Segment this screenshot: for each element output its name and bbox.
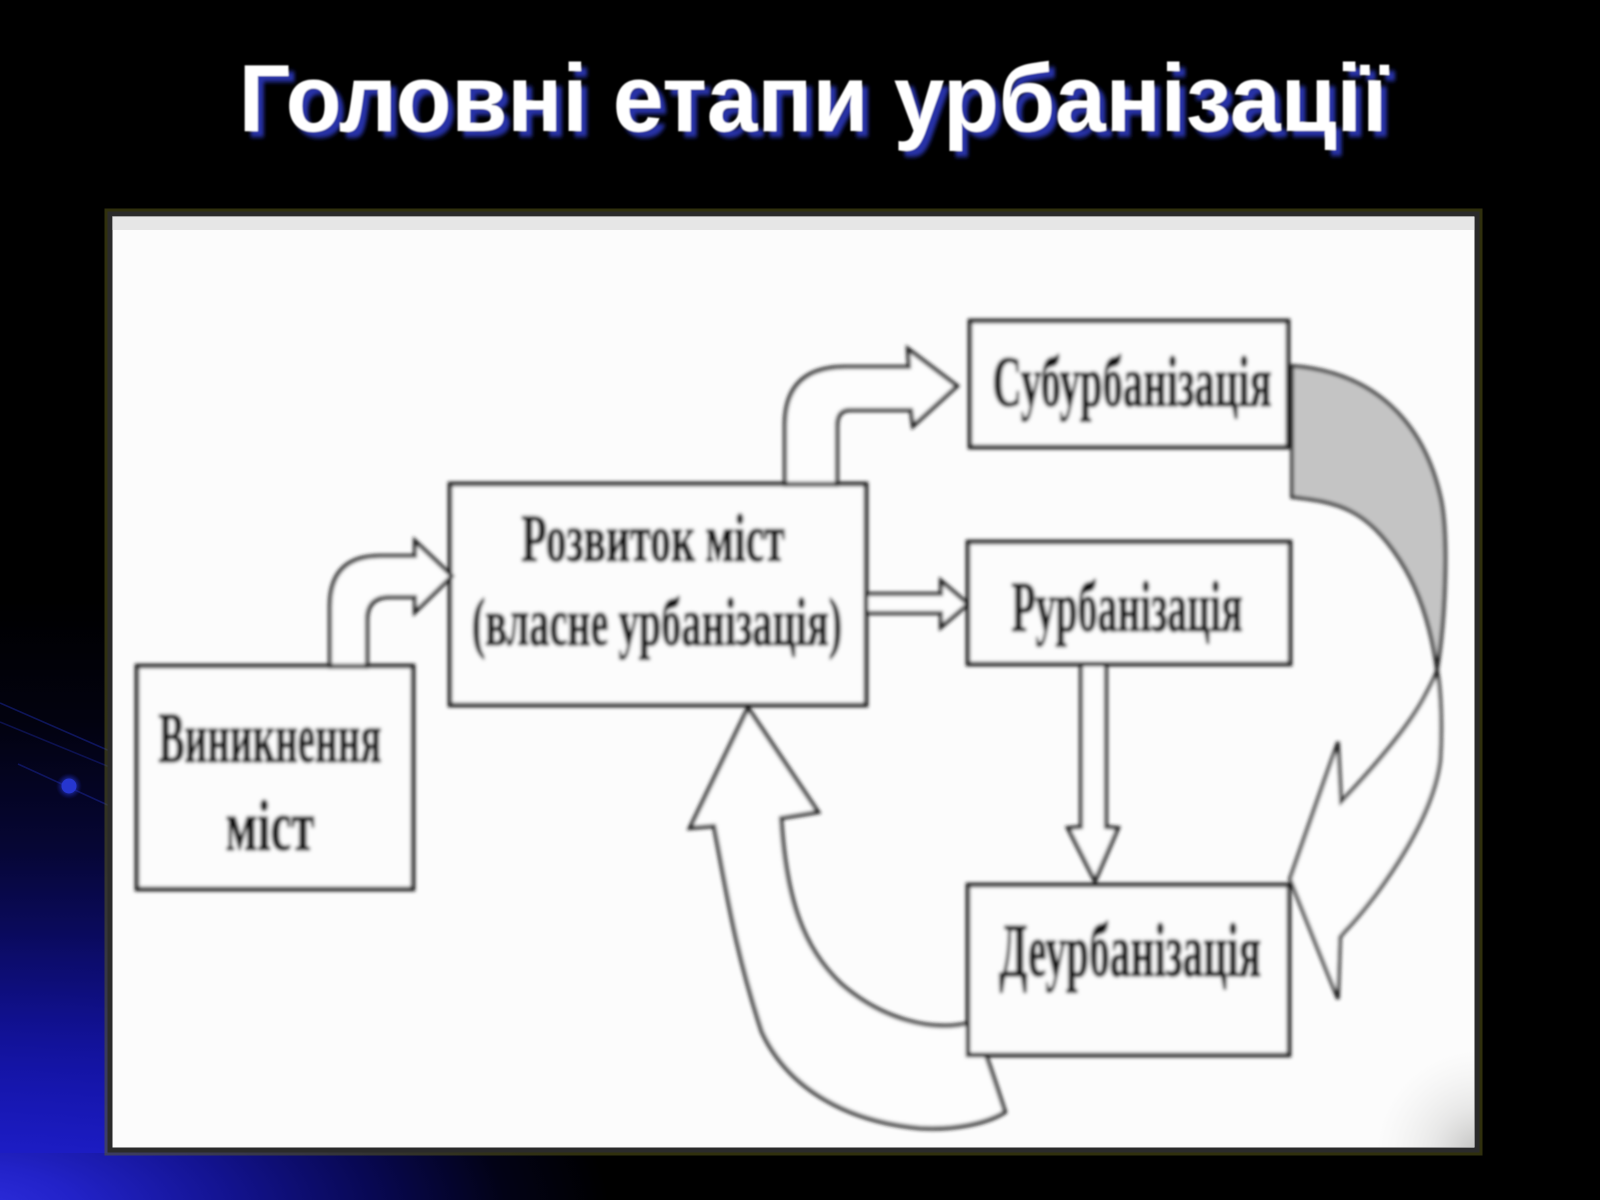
svg-text:Виникнення: Виникнення	[158, 697, 381, 778]
svg-text:Рурбанізація: Рурбанізація	[1011, 567, 1242, 647]
svg-text:Деурбанізація: Деурбанізація	[999, 909, 1261, 993]
svg-text:(власне урбанізація): (власне урбанізація)	[472, 585, 842, 660]
svg-text:міст: міст	[226, 787, 315, 866]
svg-text:Субурбанізація: Субурбанізація	[992, 342, 1271, 422]
svg-text:Розвиток міст: Розвиток міст	[521, 502, 785, 577]
svg-text:Головні етапи урбанізації: Головні етапи урбанізації	[245, 50, 1396, 158]
svg-text:Головні етапи урбанізації: Головні етапи урбанізації	[239, 44, 1390, 152]
